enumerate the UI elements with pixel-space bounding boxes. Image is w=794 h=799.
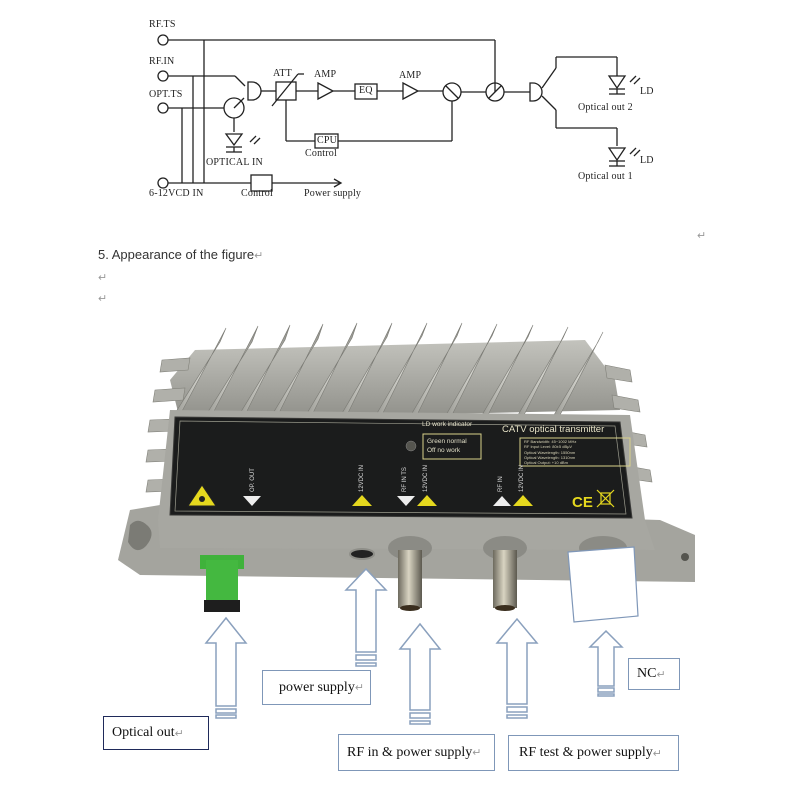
spec-line: RF Input Level: 80±5 dBμV [524, 444, 573, 450]
label-power-supply: Power supply [304, 188, 362, 199]
label-optical-out-2: Optical out 2 [578, 102, 633, 113]
arrow-tail [215, 714, 237, 719]
mount-hole [128, 520, 152, 551]
heading-text: 5. Appearance of the figure [98, 247, 255, 262]
callout-optical-out: Optical out↵ [103, 716, 209, 750]
arrow-tail [597, 693, 615, 697]
port-opt-ts [157, 102, 169, 114]
label-att: ATT [273, 68, 292, 79]
device-illustration: CE [118, 322, 695, 623]
spec-line: Optical Output: +10 dBm [524, 460, 568, 466]
rf-connector-2 [483, 536, 527, 611]
diagram-wires [157, 34, 641, 192]
label-opt-ts: OPT.TS [149, 89, 183, 100]
callout-text: NC [637, 666, 657, 681]
paragraph-mark: ↵ [98, 272, 108, 284]
indicator-label: LD work indicator [422, 421, 473, 428]
ld1-diode [607, 147, 627, 162]
spec-line: RF Bandwidth: 45~1002 MHz [524, 439, 577, 444]
legend-green: Green normal [427, 438, 467, 445]
block-diagram: RF.TS RF.IN OPT.TS 6-12VCD IN ATT AMP EQ… [0, 0, 794, 210]
callout-rf-in-power: RF in & power supply↵ [338, 734, 495, 771]
op-out-arrow [243, 496, 261, 506]
callout-text: RF in & power supply [347, 744, 473, 760]
label-panel [169, 416, 633, 519]
spec-box [519, 437, 631, 467]
dc-in-arrow-1 [352, 495, 372, 506]
port-rf-in [157, 70, 169, 82]
paragraph-mark: ↵ [254, 250, 264, 262]
label-eq: EQ [359, 85, 373, 96]
indicator-legend: Green normal Off no work [427, 437, 467, 455]
port-label-dc-in: 12VDC IN [423, 464, 429, 492]
dc-in-arrow-2 [417, 495, 437, 506]
amp2-triangle [402, 81, 420, 101]
label-rf-ts: RF.TS [149, 19, 176, 30]
spec-line: Optical Wavelength: 1310nm [524, 454, 576, 460]
paragraph-mark: ↵ [174, 727, 184, 740]
rf-connector-1 [388, 536, 432, 611]
mount-screw [681, 553, 689, 561]
port-label-op-out: OP. OUT [250, 468, 256, 492]
callout-text: RF test & power supply [519, 745, 653, 760]
rf-in-ts-arrow [397, 496, 415, 506]
arrow-tail [597, 687, 615, 693]
nc-cover [567, 546, 639, 623]
amp1-triangle [317, 81, 335, 101]
label-ld2: LD [640, 86, 654, 97]
arrow-tail [355, 654, 377, 661]
paragraph-mark: ↵ [98, 293, 108, 305]
arrow-tail [409, 712, 431, 719]
paragraph-mark: ↵ [656, 668, 666, 681]
callout-rf-test-power: RF test & power supply↵ [508, 735, 679, 771]
paragraph-mark: ↵ [697, 230, 707, 242]
label-optical-in: OPTICAL IN [206, 157, 263, 168]
port-dc-in [157, 177, 169, 189]
arrow-tail [506, 714, 528, 719]
arrow-tail [409, 720, 431, 725]
callout-text: Optical out [112, 725, 175, 740]
label-rf-in: RF.IN [149, 56, 175, 67]
label-amp2: AMP [399, 70, 422, 81]
callout-nc: NC↵ [628, 658, 680, 690]
arrow-tail [215, 708, 237, 714]
label-ld1: LD [640, 155, 654, 166]
device-photo: CE LD work indicator Gree [100, 320, 720, 640]
port-label-rf-in: RF IN [498, 476, 504, 492]
ce-mark: CE [572, 494, 593, 511]
spec-lines: RF Bandwidth: 45~1002 MHz RF Input Level… [524, 439, 576, 465]
label-cpu: CPU [317, 135, 338, 146]
spec-line: Optical Wavelength: 1550nm [524, 449, 576, 455]
label-optical-out-1: Optical out 1 [578, 171, 633, 182]
label-dc-in: 6-12VCD IN [149, 188, 204, 199]
arrow-tail [355, 662, 377, 667]
laser-warning-icon [187, 484, 217, 507]
section-heading: 5. Appearance of the figure↵ [98, 247, 263, 262]
optical-connector [200, 555, 244, 612]
port-rf-ts [157, 34, 169, 46]
label-control: Control [241, 188, 273, 199]
label-amp1: AMP [314, 69, 337, 80]
port-label-rf-in-ts: RF IN TS [402, 467, 408, 492]
heatsink-top [170, 340, 620, 420]
power-jack [349, 548, 375, 560]
indicator-legend-box [422, 433, 482, 460]
arrow-tail [506, 706, 528, 713]
dc-in-arrow-3 [513, 495, 533, 506]
led-indicator [405, 440, 417, 452]
ld2-diode [607, 75, 627, 90]
rf-in-arrow [493, 496, 511, 506]
label-cpu-control: Control [305, 148, 337, 159]
port-label-dc-in: 12VDC IN [359, 464, 365, 492]
paragraph-mark: ↵ [472, 747, 482, 759]
callout-power-supply: power supply↵ [262, 670, 371, 705]
weee-icon [596, 489, 615, 508]
paragraph-mark: ↵ [652, 747, 662, 760]
callout-text: power supply [279, 679, 355, 695]
panel-title: CATV optical transmitter [502, 424, 605, 435]
port-label-dc-in: 12VDC IN [519, 464, 525, 492]
paragraph-mark: ↵ [354, 682, 365, 694]
legend-off: Off no work [427, 447, 461, 454]
